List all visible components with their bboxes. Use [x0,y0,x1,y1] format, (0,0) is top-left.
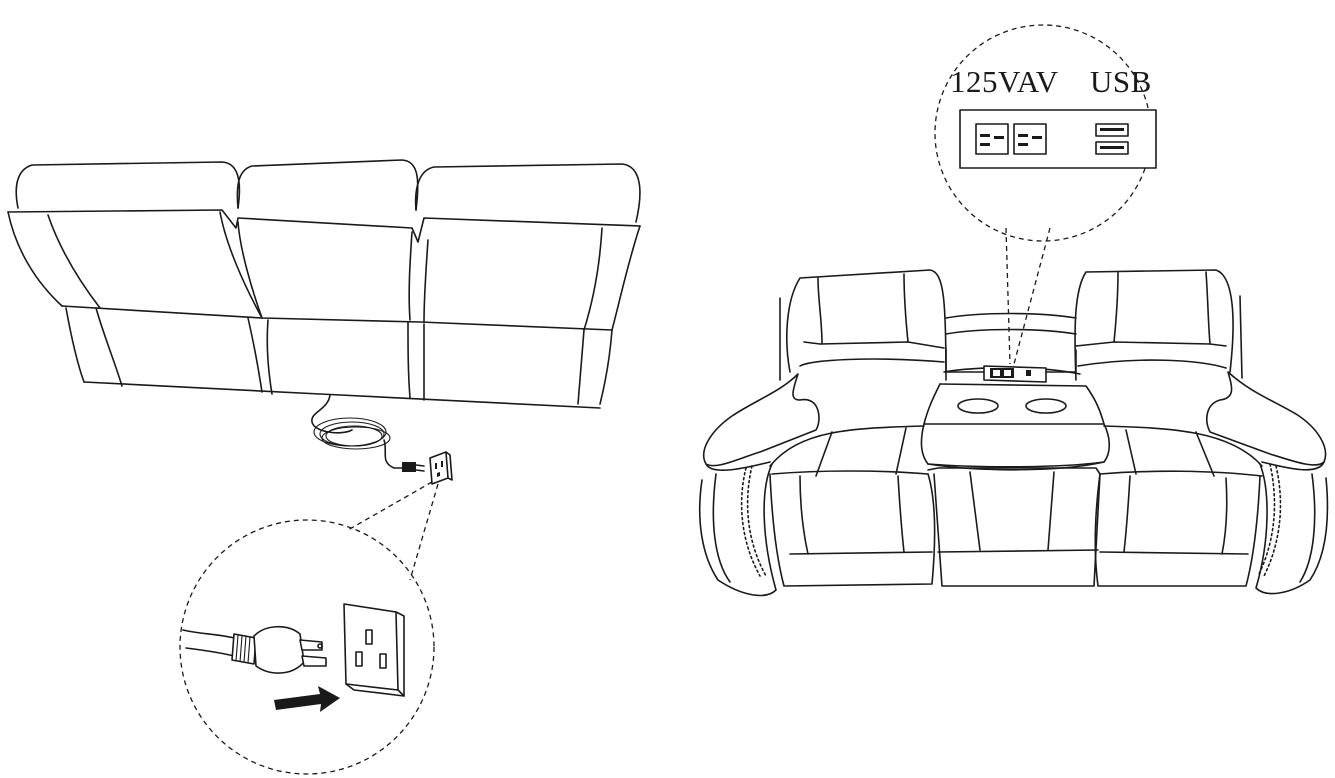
usb-port-icon [1095,123,1129,137]
sofa-back-view [7,159,641,409]
usb-label: USB [1090,64,1152,99]
wall-outlet [343,603,399,691]
insert-arrow [274,686,340,712]
ac-outlet-icon [975,123,1009,155]
plug [253,625,305,674]
plug-detail-callout [179,519,435,775]
voltage-label: 125VAV [950,64,1059,99]
left-arm-studs [740,465,767,577]
sofa-front-view [698,269,1329,597]
outlet-detail-callout: 125VAV USB [934,24,1157,242]
right-arm-studs [1257,463,1282,577]
usb-port-icon [1095,141,1129,155]
wall-outlet-small [429,451,453,485]
ac-outlet-icon [1013,123,1047,155]
power-cord [311,394,425,472]
